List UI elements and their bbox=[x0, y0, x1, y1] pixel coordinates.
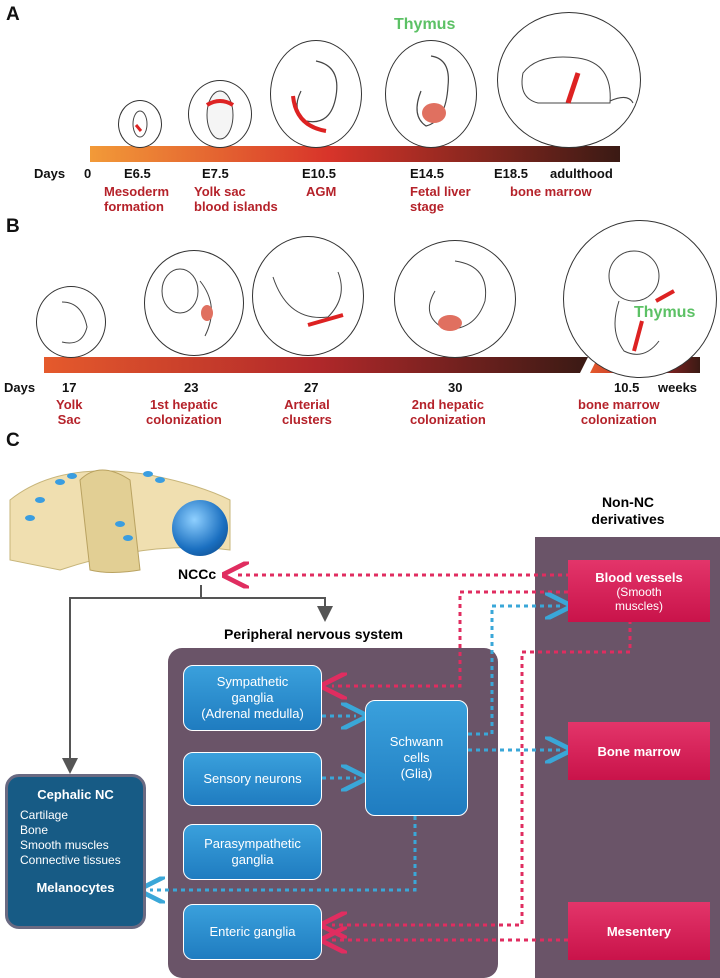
tick-b-3: 30 bbox=[448, 380, 463, 395]
pns-title: Peripheral nervous system bbox=[224, 626, 403, 642]
stage-a-mesoderm: Mesoderm formation bbox=[104, 184, 170, 214]
sympathetic-ganglia-node: Sympathetic ganglia (Adrenal medulla) bbox=[183, 665, 322, 731]
stage-b-yolk-sac: Yolk Sac bbox=[56, 397, 83, 427]
bone-marrow-label: Bone marrow bbox=[597, 743, 681, 759]
stage-a-agm: AGM bbox=[306, 184, 337, 199]
blood-vessels-sublabel: (Smooth muscles) bbox=[614, 584, 663, 613]
timeline-bar bbox=[90, 146, 620, 162]
embryo-day27 bbox=[252, 236, 364, 356]
panel-a-timeline bbox=[90, 146, 620, 162]
stage-b-2nd-hepatic: 2nd hepatic colonization bbox=[410, 397, 486, 427]
tick-b-1: 23 bbox=[184, 380, 199, 395]
stage-a-yolk-sac: Yolk sac blood islands bbox=[194, 184, 278, 214]
stage-a-fetal-liver: Fetal liver stage bbox=[410, 184, 471, 214]
thymus-label-a: Thymus bbox=[394, 16, 456, 33]
tick-b-0: 17 bbox=[62, 380, 77, 395]
timeline-bar-b-left bbox=[44, 357, 588, 373]
neural-tube-illustration bbox=[9, 469, 231, 573]
sensory-neurons-node: Sensory neurons bbox=[183, 752, 322, 806]
parasympathetic-ganglia-node: Parasympathetic ganglia bbox=[183, 824, 322, 880]
days-label-b: Days bbox=[4, 380, 36, 395]
schwann-cells-node: Schwann cells (Glia) bbox=[365, 700, 468, 816]
panel-a-letter: A bbox=[6, 4, 20, 25]
stage-b-bone-marrow: bone marrow colonization bbox=[578, 397, 660, 427]
tick-a-4: E14.5 bbox=[410, 166, 444, 181]
tick-b-5: weeks bbox=[658, 380, 698, 395]
stage-a-bone-marrow: bone marrow bbox=[510, 184, 592, 199]
cephalic-item-smooth-muscles: Smooth muscles bbox=[20, 838, 109, 852]
days-label-a: Days bbox=[34, 166, 66, 181]
nccc-cell-icon bbox=[172, 500, 228, 556]
nccc-label: NCCc bbox=[178, 566, 217, 582]
cephalic-item-connective-tissues: Connective tissues bbox=[20, 853, 121, 867]
embryo-e10-5 bbox=[270, 40, 362, 148]
cephalic-item-cartilage: Cartilage bbox=[20, 808, 69, 822]
tick-a-2: E7.5 bbox=[202, 166, 229, 181]
tick-a-6: adulthood bbox=[550, 166, 613, 181]
tick-a-1: E6.5 bbox=[124, 166, 151, 181]
cephalic-nc-list: Cartilage Bone Smooth muscles Connective… bbox=[16, 808, 135, 868]
blood-vessels-node: Blood vessels (Smooth muscles) bbox=[568, 560, 710, 622]
cephalic-item-bone: Bone bbox=[20, 823, 49, 837]
panel-b-letter: B bbox=[6, 216, 20, 237]
stage-b-1st-hepatic: 1st hepatic colonization bbox=[146, 397, 222, 427]
embryo-day23 bbox=[144, 250, 244, 356]
embryo-e7-5 bbox=[188, 80, 252, 148]
enteric-ganglia-node: Enteric ganglia bbox=[183, 904, 322, 960]
non-nc-title: Non-NC derivatives bbox=[591, 494, 665, 527]
embryo-e14-5 bbox=[385, 40, 477, 148]
embryo-day30 bbox=[394, 240, 516, 358]
bone-marrow-node: Bone marrow bbox=[568, 722, 710, 780]
stage-b-arterial: Arterial clusters bbox=[282, 397, 332, 427]
mesentery-node: Mesentery bbox=[568, 902, 710, 960]
embryo-day17 bbox=[36, 286, 106, 358]
cephalic-nc-title: Cephalic NC bbox=[37, 787, 114, 802]
tick-a-5: E18.5 bbox=[494, 166, 528, 181]
tick-a-3: E10.5 bbox=[302, 166, 336, 181]
cephalic-nc-box: Cephalic NC Cartilage Bone Smooth muscle… bbox=[5, 774, 146, 929]
tick-a-0: 0 bbox=[84, 166, 92, 181]
tick-b-4: 10.5 bbox=[614, 380, 640, 395]
mesentery-label: Mesentery bbox=[606, 923, 672, 939]
embryo-e6-5 bbox=[118, 100, 162, 148]
tick-b-2: 27 bbox=[304, 380, 319, 395]
embryo-week10 bbox=[563, 220, 717, 378]
panel-c-letter: C bbox=[6, 430, 20, 451]
blood-vessels-label: Blood vessels bbox=[595, 569, 683, 585]
thymus-label-b: Thymus bbox=[634, 304, 696, 321]
cephalic-nc-footer: Melanocytes bbox=[36, 880, 115, 895]
mouse-adult bbox=[497, 12, 641, 148]
